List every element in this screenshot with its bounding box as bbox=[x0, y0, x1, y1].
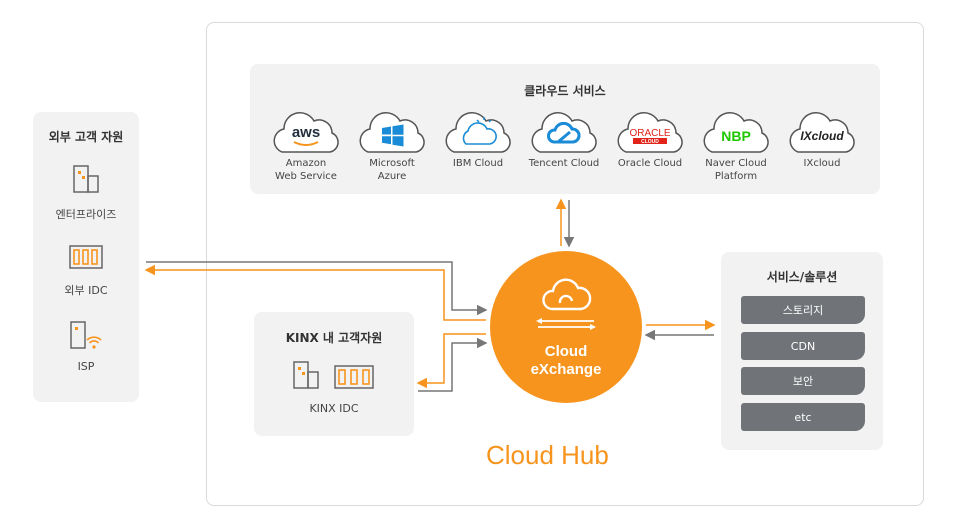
arrow-hub-to-external bbox=[144, 264, 486, 321]
aws-logo-icon: aws bbox=[273, 112, 339, 153]
building-icon bbox=[293, 361, 319, 389]
nbp-logo-icon: NBP bbox=[703, 112, 769, 153]
ixcloud-logo-text: IXcloud bbox=[800, 129, 844, 143]
services-panel: 서비스/솔루션 스토리지 CDN 보안 etc bbox=[721, 252, 883, 450]
arrow-hub-to-kinx bbox=[416, 333, 486, 389]
cloud-icon bbox=[542, 278, 592, 311]
tencent-logo-icon bbox=[531, 112, 597, 153]
service-button-cdn[interactable]: CDN bbox=[741, 332, 865, 360]
oracle-logo-icon: ORACLE CLOUD bbox=[617, 112, 683, 153]
cloud-label: Platform bbox=[714, 171, 758, 182]
cloud-label: IXcloud bbox=[803, 158, 841, 169]
external-resources-title: 외부 고객 자원 bbox=[48, 130, 124, 144]
cloud-label: Microsoft bbox=[369, 158, 415, 169]
oracle-logo-subtext: CLOUD bbox=[641, 139, 659, 145]
external-item-label: 외부 IDC bbox=[64, 284, 108, 297]
cloud-item-aws: aws Amazon Web Service bbox=[266, 108, 346, 182]
service-button-etc[interactable]: etc bbox=[741, 403, 865, 431]
external-resources-panel: 외부 고객 자원 엔터프라이즈 외부 IDC ISP bbox=[33, 112, 139, 402]
cloud-label: Tencent Cloud bbox=[528, 158, 600, 169]
windows-logo-icon bbox=[359, 112, 425, 153]
external-item-label: 엔터프라이즈 bbox=[55, 208, 117, 221]
services-title: 서비스/솔루션 bbox=[766, 270, 838, 284]
kinx-resources-panel: KINX 내 고객자원 KINX IDC bbox=[254, 312, 414, 436]
ibm-logo-icon bbox=[445, 112, 511, 153]
external-item-label: ISP bbox=[77, 360, 95, 373]
cloud-label: Naver Cloud bbox=[705, 158, 767, 169]
wifi-building-icon bbox=[70, 321, 102, 349]
service-button-security[interactable]: 보안 bbox=[741, 367, 865, 395]
cloud-exchange-hub: Cloud eXchange bbox=[490, 251, 642, 403]
oracle-logo-text: ORACLE bbox=[629, 128, 670, 139]
cloud-label: IBM Cloud bbox=[452, 158, 504, 169]
cloud-label: Azure bbox=[377, 171, 407, 182]
arrow-external-to-hub bbox=[146, 261, 488, 316]
cloud-item-oracle: ORACLE CLOUD Oracle Cloud bbox=[610, 108, 690, 169]
cloud-services-panel: 클라우드 서비스 aws Amazon Web Service Microsof… bbox=[250, 64, 880, 194]
cloud-item-ixcloud: IXcloud IXcloud bbox=[782, 108, 862, 169]
cloud-label: Oracle Cloud bbox=[617, 158, 683, 169]
aws-logo-text: aws bbox=[292, 124, 320, 141]
cloud-item-tencent: Tencent Cloud bbox=[524, 108, 604, 169]
cloud-label: Amazon bbox=[285, 158, 327, 169]
server-rack-icon bbox=[334, 365, 374, 389]
building-icon bbox=[73, 165, 99, 193]
hub-label-line1: Cloud bbox=[544, 343, 588, 360]
ixcloud-logo-icon: IXcloud bbox=[789, 112, 855, 153]
cloud-hub-frame bbox=[206, 22, 924, 506]
arrow-kinx-to-hub bbox=[418, 337, 488, 392]
exchange-arrows-icon bbox=[536, 318, 596, 330]
cloud-hub-title: Cloud Hub bbox=[486, 440, 609, 470]
cloud-label: Web Service bbox=[275, 171, 337, 182]
cloud-item-nbp: NBP Naver Cloud Platform bbox=[696, 108, 776, 182]
cloud-services-title: 클라우드 서비스 bbox=[524, 84, 606, 98]
service-button-storage[interactable]: 스토리지 bbox=[741, 296, 865, 324]
kinx-idc-label: KINX IDC bbox=[309, 402, 359, 415]
hub-label-line2: eXchange bbox=[530, 361, 602, 378]
nbp-logo-text: NBP bbox=[721, 128, 751, 144]
kinx-resources-title: KINX 내 고객자원 bbox=[285, 331, 383, 345]
cloud-item-ibm: IBM Cloud bbox=[438, 108, 518, 169]
server-rack-icon bbox=[69, 245, 103, 269]
cloud-item-azure: Microsoft Azure bbox=[352, 108, 432, 182]
